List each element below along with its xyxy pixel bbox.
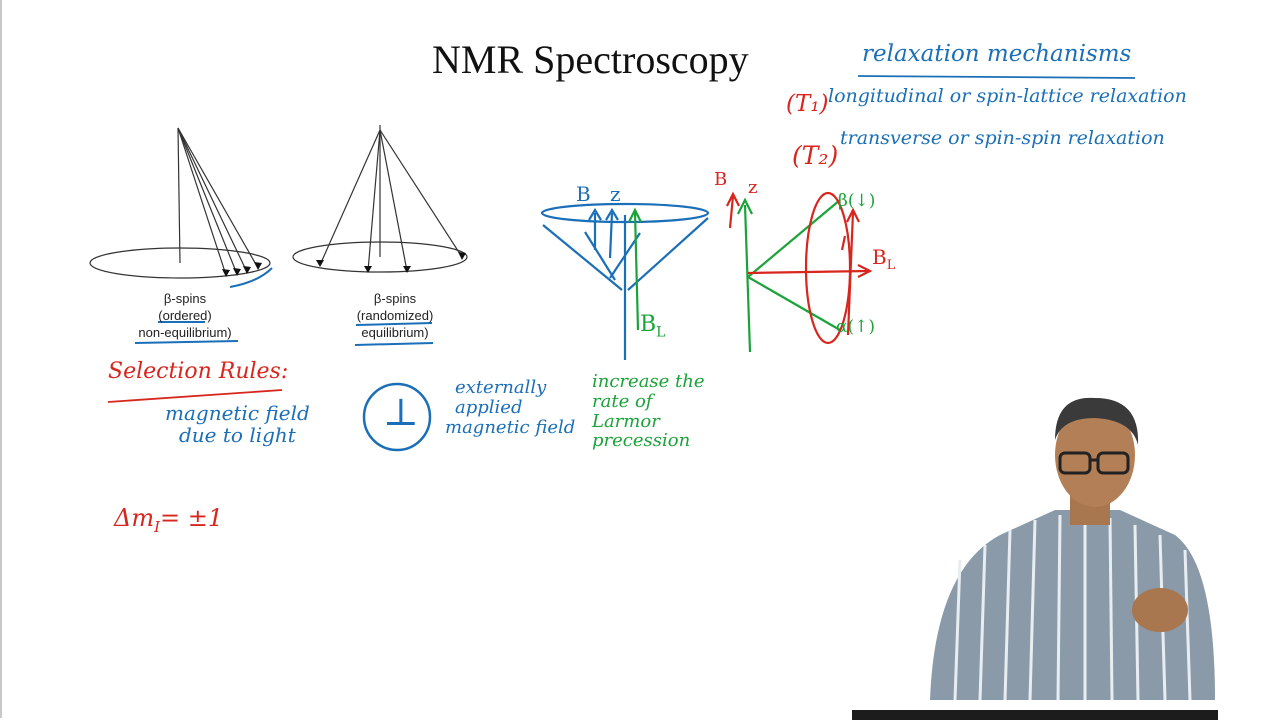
ordered-caption-line-1: β-spins xyxy=(163,291,207,306)
magnetic-field-line-2: due to light xyxy=(179,423,296,447)
t2-text: transverse or spin-spin relaxation xyxy=(840,127,1165,149)
ordered-caption-line-2: (ordered) xyxy=(158,308,212,323)
diagram-b-label: B xyxy=(576,182,591,206)
randomized-cone xyxy=(292,125,468,273)
magnetic-field-light: magnetic field due to light xyxy=(165,402,310,446)
perp-symbol: ⊥ xyxy=(383,390,419,434)
externally-line-1: externally xyxy=(455,377,547,398)
b1-b: B xyxy=(872,245,887,269)
increase-rate: increase the rate of Larmor precession xyxy=(592,372,705,451)
t1-text: longitudinal or spin-lattice relaxation xyxy=(828,85,1187,107)
ordered-blue-mark xyxy=(229,267,273,288)
externally-applied: externally applied magnetic field xyxy=(445,378,575,437)
alpha-state-label: α(↑) xyxy=(836,317,875,337)
randomized-caption: β-spins (randomized) equilibrium) xyxy=(340,290,450,341)
randomized-caption-line-3: equilibrium) xyxy=(361,325,429,340)
ordered-caption: β-spins (ordered) non-equilibrium) xyxy=(122,290,248,341)
increase-line-3: Larmor xyxy=(592,410,660,432)
externally-line-2: applied xyxy=(455,396,523,418)
slide-title: NMR Spectroscopy xyxy=(432,37,749,82)
delta-rule: ΔmI= ±1 xyxy=(114,505,223,535)
increase-line-4: precession xyxy=(592,430,691,452)
diagram-z-label: z xyxy=(610,182,621,206)
randomized-caption-line-1: β-spins xyxy=(373,291,417,306)
beta-state-label: β(↓) xyxy=(838,191,876,211)
ordered-cone xyxy=(89,127,271,279)
delta-sub: I xyxy=(154,517,161,536)
magnetic-field-line-1: magnetic field xyxy=(165,401,310,425)
ordered-caption-line-3: non-equilibrium) xyxy=(138,325,232,340)
energy-diagram xyxy=(726,191,873,353)
right-b-label: B xyxy=(714,169,728,190)
diagram-bl-label: BL xyxy=(640,312,666,341)
precession-diagram xyxy=(540,202,710,360)
perp-circle xyxy=(362,382,432,452)
delta-m: Δm xyxy=(114,504,155,532)
increase-line-1: increase the xyxy=(592,371,705,392)
bl-sub: L xyxy=(656,324,666,341)
bl-b: B xyxy=(640,312,657,337)
b1-sub: L xyxy=(886,258,896,273)
right-b1-label: BL xyxy=(872,246,895,273)
right-z-label: z xyxy=(748,177,758,198)
selection-rules: Selection Rules: xyxy=(108,359,289,384)
increase-line-2: rate of xyxy=(592,390,653,412)
t1-label: (T₁) xyxy=(786,91,829,117)
randomized-caption-line-2: (randomized) xyxy=(356,308,434,323)
relaxation-heading: relaxation mechanisms xyxy=(862,41,1132,67)
delta-value: = ±1 xyxy=(160,504,224,532)
externally-line-3: magnetic field xyxy=(445,416,576,438)
t2-label: (T₂) xyxy=(792,141,839,170)
